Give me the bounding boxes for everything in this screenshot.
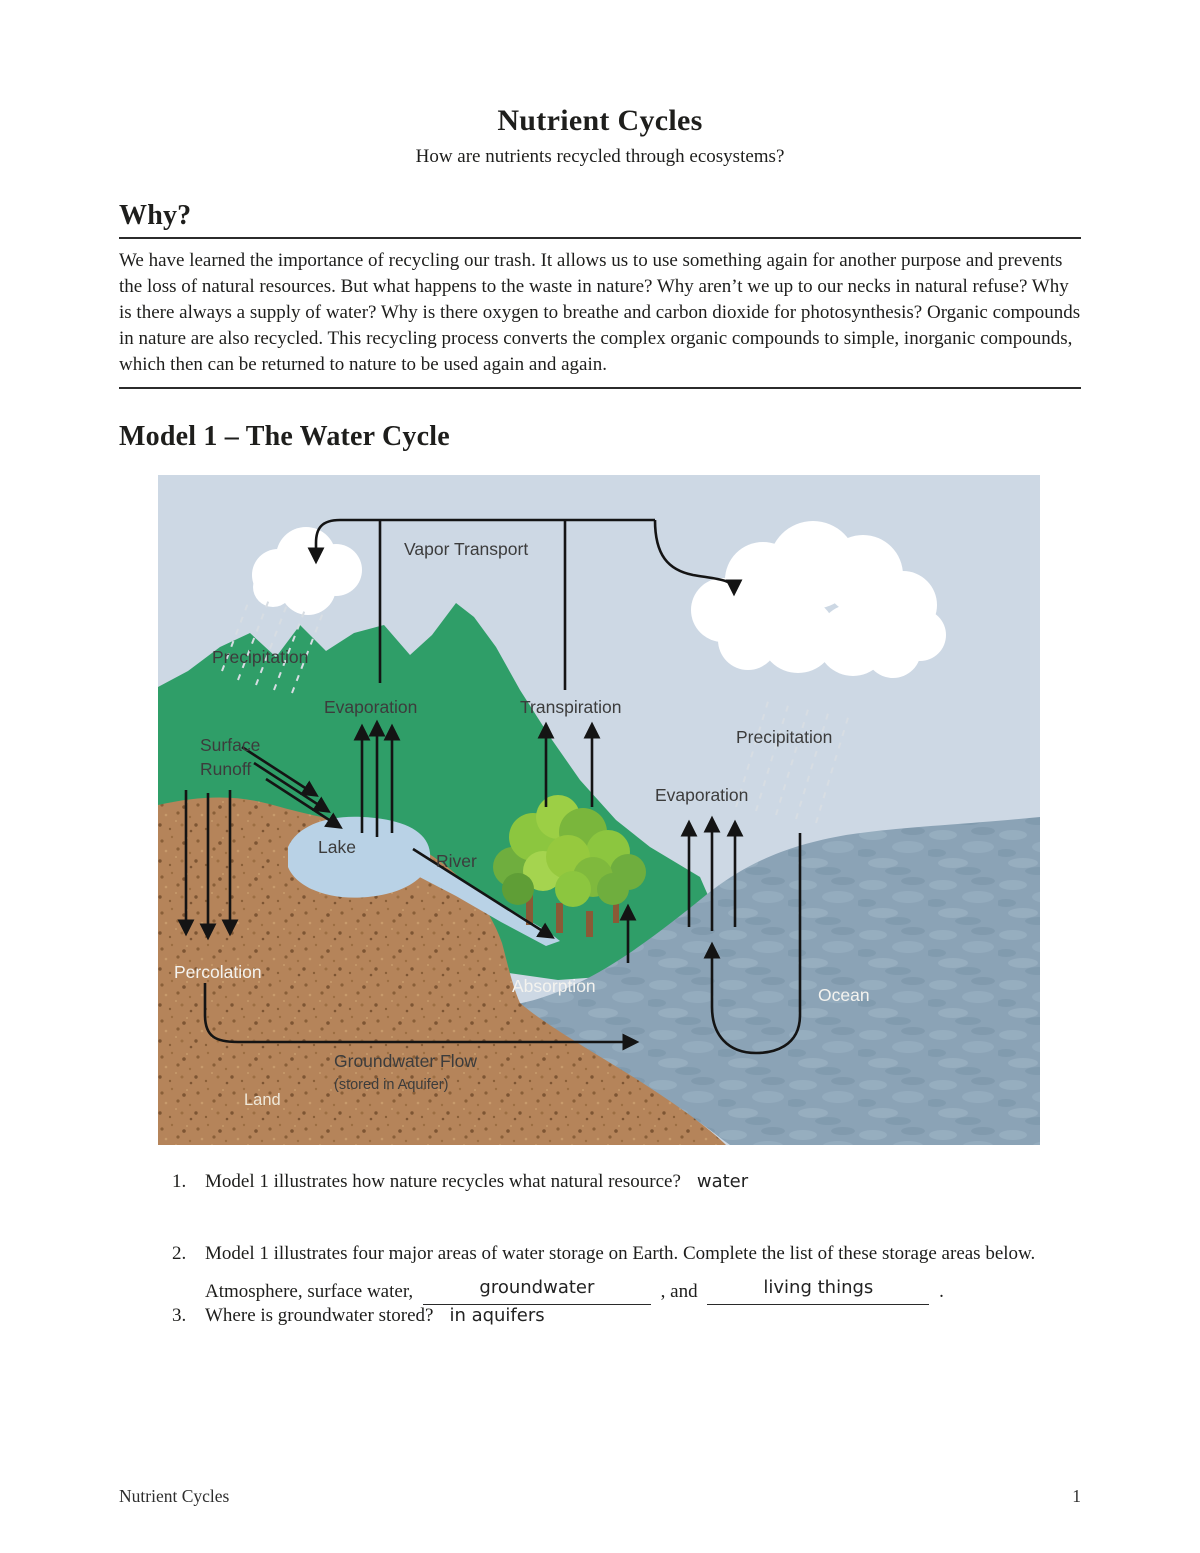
label-river: River <box>436 851 477 871</box>
divider-top <box>119 237 1081 239</box>
label-precipitation-right: Precipitation <box>736 727 832 747</box>
page-title: Nutrient Cycles <box>497 104 703 137</box>
water-cycle-svg: Vapor Transport Precipitation Evaporatio… <box>158 475 1040 1145</box>
label-surface-runoff-line2: Runoff <box>200 759 251 779</box>
question-1-number: 1. <box>172 1171 187 1192</box>
footer-title: Nutrient Cycles <box>119 1486 230 1506</box>
divider-bottom <box>119 387 1081 389</box>
blank-1-answer: groundwater <box>479 1277 595 1298</box>
trees <box>493 795 646 937</box>
question-1: 1. Model 1 illustrates how nature recycl… <box>172 1171 1081 1193</box>
label-evaporation-ocean: Evaporation <box>655 785 748 805</box>
ocean <box>510 817 1040 1145</box>
label-lake: Lake <box>318 837 356 857</box>
river <box>402 853 560 946</box>
arrow-ocean-circulation <box>703 833 802 1055</box>
page-footer: Nutrient Cycles 1 <box>119 1486 1081 1507</box>
arrow-vapor-to-right-cloud <box>653 519 743 597</box>
fill-conjunction: , and <box>660 1281 698 1302</box>
model1-heading: Model 1 – The Water Cycle <box>119 421 450 452</box>
why-paragraph: We have learned the importance of recycl… <box>119 250 1081 375</box>
question-1-answer: water <box>696 1171 749 1192</box>
page-content: Nutrient Cycles How are nutrients recycl… <box>119 104 1081 1327</box>
question-2: 2. Model 1 illustrates four major areas … <box>172 1243 1081 1305</box>
question-1-text: Model 1 illustrates how nature recycles … <box>205 1171 681 1192</box>
label-groundwater-flow: Groundwater Flow <box>334 1051 477 1071</box>
land <box>158 797 726 1145</box>
blank-2: living things <box>707 1277 930 1305</box>
arrows-ocean-evaporation <box>680 815 744 931</box>
cloud-right <box>691 521 946 678</box>
label-land: Land <box>244 1091 281 1109</box>
page-subtitle: How are nutrients recycled through ecosy… <box>415 146 785 167</box>
blank-2-answer: living things <box>763 1277 874 1298</box>
label-ocean: Ocean <box>818 985 870 1005</box>
label-precipitation-left: Precipitation <box>212 647 308 667</box>
lake <box>288 816 431 898</box>
arrows-percolation <box>177 790 239 941</box>
label-percolation: Percolation <box>174 962 262 982</box>
arrows-lake-evaporation <box>353 719 401 837</box>
question-2-number: 2. <box>172 1243 187 1264</box>
questions-section: 1. Model 1 illustrates how nature recycl… <box>172 1171 1081 1327</box>
question-2-fill-line: Atmosphere, surface water, groundwater ,… <box>205 1277 1081 1305</box>
flow-arrows <box>177 518 802 1055</box>
label-vapor-transport: Vapor Transport <box>404 539 528 559</box>
rain-left <box>221 596 325 694</box>
question-3-answer: in aquifers <box>449 1305 545 1326</box>
label-transpiration: Transpiration <box>520 697 621 717</box>
label-absorption: Absorption <box>512 976 596 996</box>
water-cycle-diagram: Vapor Transport Precipitation Evaporatio… <box>158 475 1040 1145</box>
question-3-text: Where is groundwater stored? <box>205 1305 434 1326</box>
label-evaporation-lake: Evaporation <box>324 697 417 717</box>
footer-page-number: 1 <box>1072 1486 1081 1506</box>
arrow-groundwater-flow <box>203 983 640 1051</box>
label-groundwater-aquifer: (stored in Aquifer) <box>334 1077 448 1093</box>
question-2-text: Model 1 illustrates four major areas of … <box>205 1243 1036 1264</box>
label-surface-runoff-line1: Surface <box>200 735 260 755</box>
fill-period: . <box>939 1281 944 1302</box>
arrow-river-flow <box>412 847 555 939</box>
question-3-number: 3. <box>172 1305 187 1326</box>
fill-prefix: Atmosphere, surface water, <box>205 1281 414 1302</box>
arrow-vapor-to-left-cloud <box>307 518 655 565</box>
arrows-transpiration <box>537 721 601 807</box>
question-3: 3. Where is groundwater stored? in aquife… <box>172 1305 1081 1327</box>
arrows-surface-runoff <box>241 745 343 829</box>
why-heading: Why? <box>119 200 192 231</box>
blank-1: groundwater <box>422 1277 651 1305</box>
